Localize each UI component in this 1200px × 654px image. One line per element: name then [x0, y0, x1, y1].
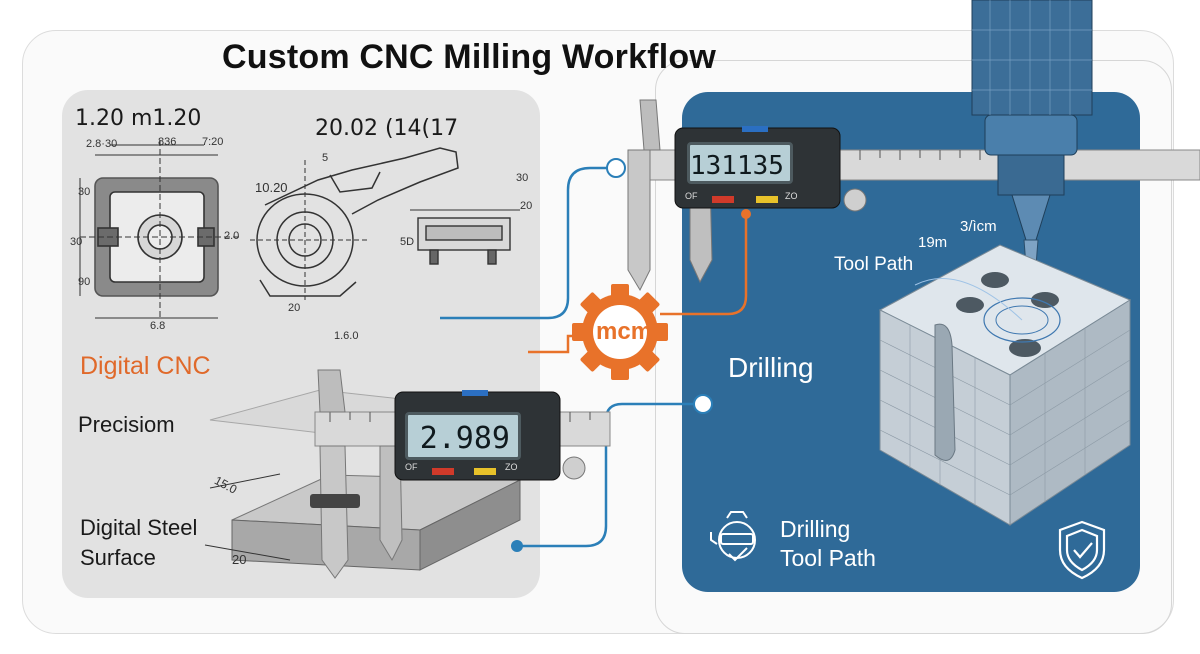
drawing-part-front-view: [79, 140, 240, 320]
dim-label: 90: [78, 276, 91, 288]
top-caliper: [627, 99, 1200, 292]
dim-label: 20: [520, 200, 533, 212]
top-caliper-display: 131135: [687, 142, 793, 184]
drawing-header-left: 1.20 m1.20: [75, 106, 202, 131]
tool-dim-a: 3/ìcm: [960, 218, 997, 235]
page-title: Custom CNC Milling Workflow: [222, 38, 716, 76]
drawing-part-top-view: [410, 209, 520, 265]
connector-lines: [440, 166, 748, 548]
top-caliper-zero-label: ZO: [785, 191, 798, 201]
footer-drilling-label: Drilling: [780, 516, 851, 542]
drawing-part-side-view: [250, 147, 459, 300]
footer-tool-path-label: Tool Path: [780, 545, 876, 571]
dim-label: 30: [516, 172, 529, 184]
gear-logo-icon: [572, 284, 668, 380]
surface-label-line1: Digital Steel: [80, 515, 198, 540]
dim-label: 6.8: [150, 320, 166, 332]
dim-label: 30: [78, 186, 91, 198]
gear-check-icon: [710, 511, 756, 562]
connector-node-top: [606, 158, 626, 178]
drawing-header-right: 20.02 (14(17: [315, 116, 459, 141]
dim-label: 20: [288, 302, 301, 314]
dim-label: 10.20: [255, 180, 288, 195]
workpiece-block: [878, 244, 1132, 526]
bottom-caliper-off-label: OF: [405, 462, 418, 472]
shield-check-icon: [1058, 520, 1106, 580]
tool-dim-b: 19m: [918, 234, 948, 251]
surface-dim-20: 20: [232, 552, 247, 567]
gear-logo-text: mcm: [596, 318, 653, 345]
dim-label: 1.6.0: [334, 330, 359, 342]
precision-label: Precisiom: [78, 412, 175, 437]
digital-cnc-label: Digital CNC: [80, 352, 211, 380]
right-frame: [655, 60, 1172, 634]
bottom-caliper-display: 2.989: [405, 412, 521, 460]
dim-label: 5: [322, 152, 329, 164]
tool-path-label: Tool Path: [834, 254, 914, 275]
dim-label: 5D: [400, 236, 415, 248]
surface-label-line2: Surface: [80, 545, 156, 570]
dim-label: 2.0: [224, 230, 240, 242]
dim-label: 7:20: [202, 136, 224, 148]
dim-label: 836: [158, 136, 177, 148]
bottom-caliper-zero-label: ZO: [505, 462, 518, 472]
connector-dot-bottom: [511, 540, 523, 552]
drill-spindle: [971, 0, 1093, 331]
connector-node-right: [693, 394, 713, 414]
dim-label: 30: [70, 236, 83, 248]
connector-dot-orange: [741, 209, 751, 219]
dim-label: 2.8·30: [86, 138, 118, 150]
top-caliper-off-label: OF: [685, 191, 698, 201]
drilling-label: Drilling: [728, 352, 814, 383]
